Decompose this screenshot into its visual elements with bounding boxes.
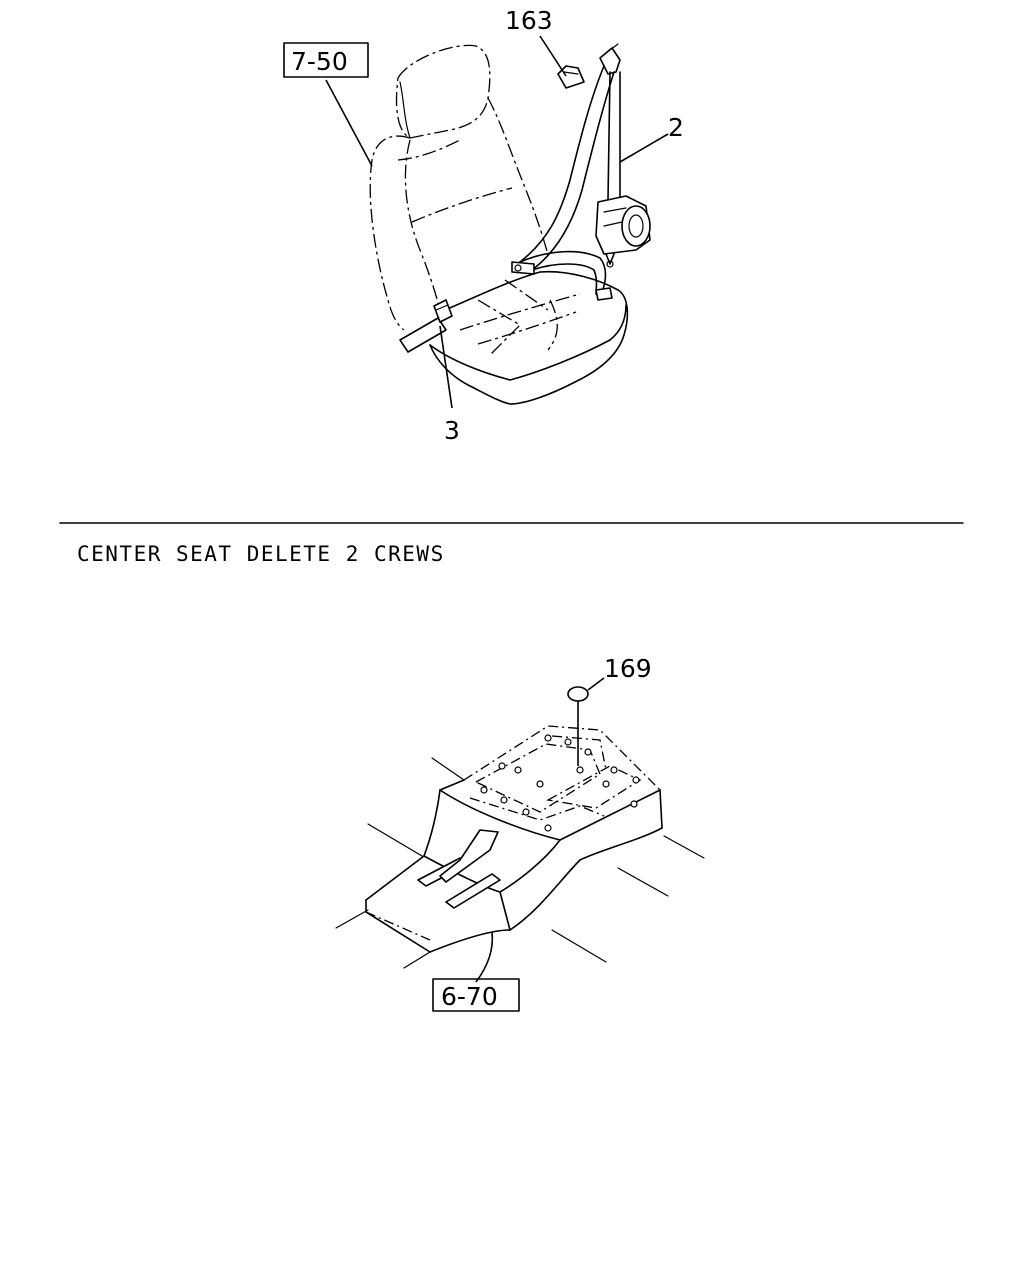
- ref-box-7-50[interactable]: 7-50: [291, 47, 348, 76]
- leader-6-70: [475, 931, 494, 983]
- ref-box-6-70-frame: [432, 978, 520, 1012]
- plug-169: [567, 686, 589, 702]
- leader-7-50: [325, 79, 373, 167]
- seat-assembly: [369, 44, 629, 405]
- ref-box-6-70[interactable]: 6-70: [441, 982, 498, 1011]
- leader-169: [587, 677, 605, 691]
- seat-belt-assembly: [511, 43, 651, 301]
- section-caption: CENTER SEAT DELETE 2 CREWS: [77, 542, 445, 566]
- leader-3: [439, 325, 453, 409]
- callout-163: 163: [505, 6, 553, 35]
- callout-2: 2: [668, 113, 684, 142]
- ref-box-7-50-frame: [283, 42, 369, 78]
- callout-3: 3: [444, 416, 460, 445]
- leader-2: [619, 133, 669, 163]
- callout-169: 169: [604, 654, 652, 683]
- floor-panel-assembly: [335, 686, 705, 969]
- leader-163: [539, 35, 567, 77]
